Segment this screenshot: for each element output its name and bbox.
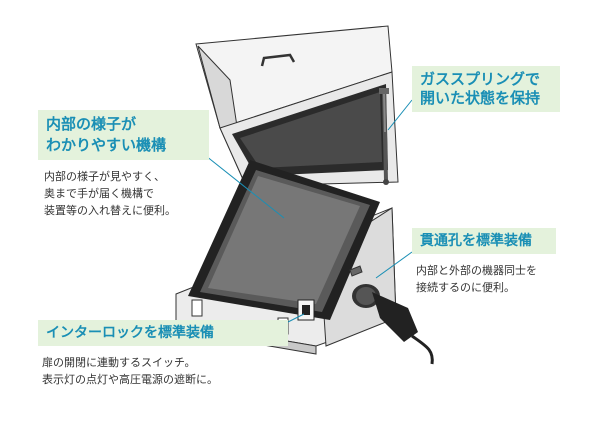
side-knob [349, 265, 363, 277]
interlock-switch [297, 299, 315, 321]
door-opening [188, 160, 380, 320]
desc-line: 奥まで手が届く機構で [44, 187, 154, 200]
desc-line: 扉の開閉に連動するスイッチ。 [42, 356, 196, 369]
title-line: 内部の様子が [46, 115, 137, 133]
desc-line: 装置等の入れ替えに便利。 [44, 204, 176, 217]
lid [195, 25, 399, 187]
callout-through-hole: 貫通孔を標準装備 内部と外部の機器同士を 接続するのに便利。 [412, 228, 556, 296]
desc-line: 接続するのに便利。 [416, 281, 515, 294]
callout-title: 内部の様子が わかりやすい機構 [38, 110, 209, 160]
desc-line: 内部と外部の機器同士を [416, 264, 537, 277]
desc-line: 表示灯の点灯や高圧電源の遮断に。 [42, 373, 218, 386]
gas-spring [379, 88, 389, 185]
title-line: 開いた状態を保持 [420, 89, 541, 107]
callout-description: 扉の開閉に連動するスイッチ。 表示灯の点灯や高圧電源の遮断に。 [42, 354, 288, 388]
callout-description: 内部と外部の機器同士を 接続するのに便利。 [416, 262, 556, 296]
callout-title: ガススプリングで 開いた状態を保持 [412, 66, 560, 112]
title-line: わかりやすい機構 [46, 136, 167, 154]
through-hole [352, 284, 434, 365]
callout-description: 内部の様子が見やすく、 奥まで手が届く機構で 装置等の入れ替えに便利。 [44, 168, 209, 219]
lid-handle [260, 53, 296, 67]
callout-interior: 内部の様子が わかりやすい機構 内部の様子が見やすく、 奥まで手が届く機構で 装… [38, 110, 209, 219]
desc-line: 内部の様子が見やすく、 [44, 170, 165, 183]
title-line: ガススプリングで [420, 70, 541, 88]
callout-gas-spring: ガススプリングで 開いた状態を保持 [412, 66, 560, 112]
callout-title: 貫通孔を標準装備 [412, 228, 556, 254]
callout-title: インターロックを標準装備 [38, 320, 288, 346]
callout-interlock: インターロックを標準装備 扉の開閉に連動するスイッチ。 表示灯の点灯や高圧電源の… [38, 320, 288, 388]
latch-left [191, 299, 203, 317]
